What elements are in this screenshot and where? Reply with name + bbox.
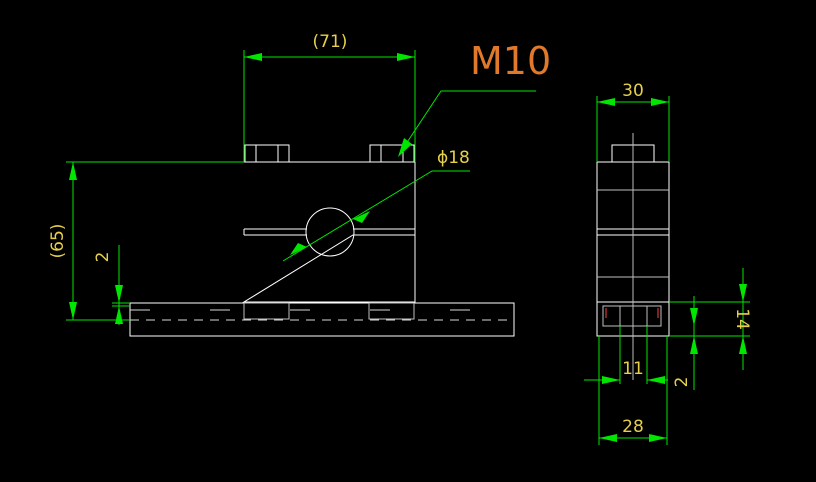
dim-base-offset-2: 2	[93, 252, 113, 263]
clamp-upper-body	[244, 161, 416, 230]
dim-height-65: (65)	[48, 224, 68, 259]
dim-side-offset-2: 2	[672, 377, 692, 388]
front-view	[129, 144, 515, 337]
bore-diameter-18: ϕ18	[437, 148, 470, 168]
dim-side-slot-11: 11	[622, 359, 644, 379]
dim-side-width-28: 28	[622, 417, 644, 437]
dim-side-width-30: 30	[622, 81, 644, 101]
dim-side-height-14: 14	[732, 308, 752, 330]
thread-callout-m10: M10	[470, 39, 551, 83]
bolt-head-left	[244, 144, 290, 163]
side-view	[596, 133, 670, 380]
dim-width-71: (71)	[313, 32, 348, 52]
front-dimensions: (71) (65) 2 M10 ϕ18	[48, 32, 551, 325]
clamp-lower-body	[242, 234, 416, 303]
bore-circle	[305, 207, 355, 257]
side-dimensions: 30 28 11 2 14	[584, 81, 752, 445]
